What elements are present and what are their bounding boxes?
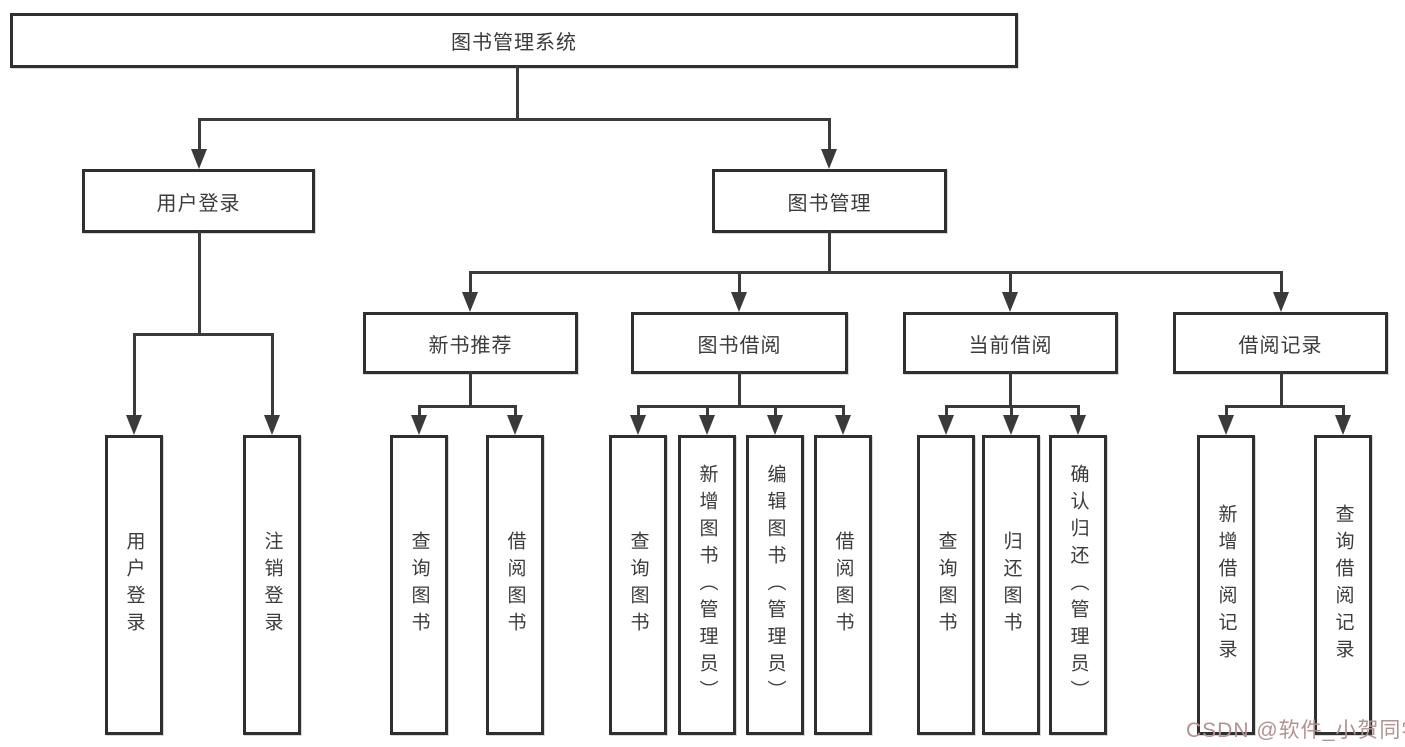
connector-line	[469, 271, 472, 295]
node-current-borrow: 当前借阅	[903, 312, 1118, 374]
node-library-management-system: 图书管理系统	[10, 13, 1018, 68]
node-label: 图书管理系统	[451, 32, 577, 54]
arrow-down-icon	[462, 292, 478, 312]
leaf-label: 注销登录	[261, 531, 283, 639]
leaf-label: 编辑图书（管理员）	[764, 463, 786, 707]
leaf-label: 查询图书	[935, 531, 957, 639]
leaf-confirm-return-admin: 确认归还（管理员）	[1049, 435, 1107, 735]
node-label: 当前借阅	[968, 334, 1053, 357]
leaf-query-books-2: 查询图书	[609, 435, 667, 735]
arrow-down-icon	[507, 415, 523, 435]
connector-line	[738, 271, 741, 295]
connector-line	[828, 231, 831, 273]
leaf-edit-book-admin: 编辑图书（管理员）	[746, 435, 804, 735]
node-new-book-recommend: 新书推荐	[363, 312, 578, 374]
connector-line	[419, 405, 516, 408]
connector-line	[842, 405, 845, 418]
leaf-query-borrow-record: 查询借阅记录	[1314, 435, 1372, 735]
connector-line	[271, 333, 274, 418]
leaf-user-login: 用户登录	[105, 435, 163, 735]
arrow-down-icon	[1335, 415, 1351, 435]
connector-line	[469, 372, 472, 407]
leaf-logout: 注销登录	[243, 435, 301, 735]
connector-line	[1226, 405, 1344, 408]
arrow-down-icon	[821, 149, 837, 169]
node-label: 借阅记录	[1238, 334, 1323, 357]
connector-line	[828, 118, 831, 152]
arrow-down-icon	[126, 415, 142, 435]
connector-line	[198, 118, 831, 121]
connector-line	[774, 405, 777, 418]
leaf-label: 新增图书（管理员）	[696, 463, 718, 707]
arrow-down-icon	[1003, 415, 1019, 435]
leaf-label: 借阅图书	[832, 531, 854, 639]
arrow-down-icon	[264, 415, 280, 435]
connector-line	[1009, 372, 1012, 407]
connector-line	[706, 405, 709, 418]
arrow-down-icon	[411, 415, 427, 435]
connector-line	[1342, 405, 1345, 418]
arrow-down-icon	[938, 415, 954, 435]
arrow-down-icon	[1070, 415, 1086, 435]
connector-line	[1010, 405, 1013, 418]
connector-line	[1077, 405, 1080, 418]
connector-line	[638, 405, 844, 408]
leaf-label: 查询图书	[627, 531, 649, 639]
node-label: 新书推荐	[428, 334, 513, 357]
leaf-borrow-books-2: 借阅图书	[814, 435, 872, 735]
connector-line	[1280, 271, 1283, 295]
connector-line	[738, 372, 741, 407]
arrow-down-icon	[1273, 292, 1289, 312]
connector-line	[1280, 372, 1283, 407]
node-label: 用户登录	[156, 192, 241, 215]
leaf-add-book-admin: 新增图书（管理员）	[678, 435, 736, 735]
arrow-down-icon	[1002, 292, 1018, 312]
connector-line	[418, 405, 421, 418]
leaf-label: 查询借阅记录	[1332, 504, 1354, 666]
node-label: 图书管理	[787, 192, 872, 215]
leaf-return-books: 归还图书	[982, 435, 1040, 735]
node-user-login-branch: 用户登录	[82, 169, 315, 233]
node-book-management: 图书管理	[712, 169, 947, 233]
leaf-label: 用户登录	[123, 531, 145, 639]
connector-line	[945, 405, 948, 418]
connector-line	[514, 405, 517, 418]
connector-line	[133, 333, 273, 336]
arrow-down-icon	[191, 149, 207, 169]
leaf-add-borrow-record: 新增借阅记录	[1197, 435, 1255, 735]
leaf-query-books-3: 查询图书	[917, 435, 975, 735]
leaf-label: 归还图书	[1000, 531, 1022, 639]
leaf-borrow-books-1: 借阅图书	[486, 435, 544, 735]
node-label: 图书借阅	[697, 334, 782, 357]
connector-line	[198, 231, 201, 335]
leaf-label: 借阅图书	[504, 531, 526, 639]
node-borrow-records: 借阅记录	[1173, 312, 1388, 374]
arrow-down-icon	[767, 415, 783, 435]
arrow-down-icon	[731, 292, 747, 312]
connector-line	[198, 118, 201, 152]
arrow-down-icon	[699, 415, 715, 435]
arrow-down-icon	[630, 415, 646, 435]
csdn-watermark: CSDN @软件_小贺同学	[1186, 719, 1405, 742]
connector-line	[1009, 271, 1012, 295]
leaf-label: 查询图书	[408, 531, 430, 639]
connector-line	[469, 271, 1282, 274]
connector-line	[1225, 405, 1228, 418]
arrow-down-icon	[835, 415, 851, 435]
node-book-borrow: 图书借阅	[631, 312, 848, 374]
leaf-label: 确认归还（管理员）	[1067, 463, 1089, 707]
leaf-label: 新增借阅记录	[1215, 504, 1237, 666]
connector-line	[637, 405, 640, 418]
connector-line	[516, 66, 519, 120]
arrow-down-icon	[1218, 415, 1234, 435]
leaf-query-books-1: 查询图书	[390, 435, 448, 735]
connector-line	[133, 333, 136, 418]
